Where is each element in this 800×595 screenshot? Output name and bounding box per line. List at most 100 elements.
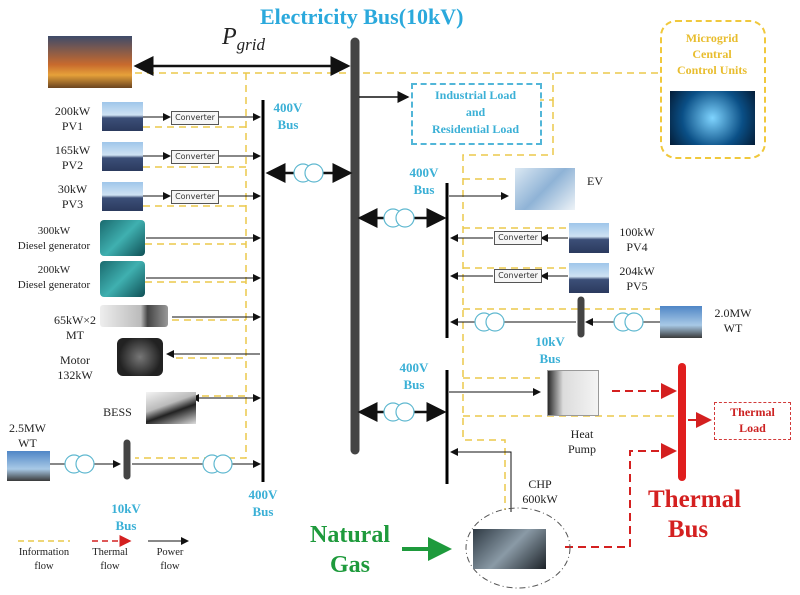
bess-label: BESS [95, 405, 140, 420]
converter-box: Converter [494, 269, 542, 283]
bus-label-line: Bus [403, 377, 425, 392]
rating: 2.5MW [9, 421, 46, 435]
left-400v-bus-label-bottom: 400V Bus [243, 486, 283, 520]
control-unit-line: Control Units [676, 63, 748, 77]
wind-turbine-icon [660, 306, 702, 338]
line: Load [739, 421, 766, 435]
rating: 204kW [619, 264, 655, 278]
grid-power-label: Pgrid [222, 24, 265, 55]
rating: 2.0MW [714, 306, 752, 320]
rating: 200kW [37, 264, 71, 276]
line: flow [34, 561, 54, 572]
solar-panel-icon [569, 223, 609, 253]
dg2-label: 200kW Diesel generator [8, 263, 100, 293]
left-400v-bus-label: 400V Bus [268, 99, 308, 133]
left-10kv-bus-label: 10kV Bus [106, 500, 146, 534]
name: MT [66, 328, 84, 342]
control-unit-label: Microgrid Central Control Units [662, 30, 762, 78]
name: PV2 [61, 158, 84, 172]
power-grid-icon [48, 36, 132, 88]
converter-box: Converter [171, 190, 219, 204]
name: CHP [528, 477, 552, 491]
bus-label-line: Bus [413, 182, 435, 197]
load-line: Residential Load [431, 122, 519, 136]
bus-label-line: Bus [115, 518, 137, 533]
wind-turbine-icon [7, 451, 50, 481]
name: WT [18, 436, 37, 450]
motor-icon [117, 338, 163, 376]
name: EV [587, 174, 603, 188]
converter-box: Converter [494, 231, 542, 245]
left-feeder-lines [143, 113, 261, 402]
bus-label-line: Bus [252, 504, 274, 519]
right-400v-bus-label-upper: 400V Bus [404, 164, 444, 198]
grid-power-symbol: P [222, 24, 237, 50]
transformer-icon [383, 402, 415, 422]
line: Gas [329, 552, 370, 578]
load-line: and [465, 105, 486, 119]
thermal-load-box [714, 402, 791, 440]
name: PV5 [626, 279, 648, 293]
transformer-icon [383, 208, 415, 228]
control-unit-box [660, 20, 766, 159]
line: Natural [310, 522, 390, 548]
right-10kv-bus-label: 10kV Bus [530, 333, 570, 367]
rating: 200kW [54, 104, 91, 118]
name: BESS [103, 405, 132, 419]
name: PV1 [61, 119, 84, 133]
name: WT [723, 321, 743, 335]
name: Heat [570, 427, 594, 441]
legend-thermal-flow: Thermal flow [85, 546, 135, 574]
diesel-generator-icon [100, 220, 145, 256]
line: Thermal [648, 486, 742, 513]
battery-storage-icon [146, 392, 196, 424]
bus-label-line: Bus [539, 351, 561, 366]
rating: 65kW×2 [53, 313, 97, 327]
rating: 132kW [57, 368, 93, 382]
left-wt-feeder [50, 439, 261, 480]
name: PV4 [626, 240, 648, 254]
name: Diesel generator [17, 279, 91, 291]
line: Thermal [92, 547, 128, 558]
legend-power-flow: Power flow [145, 546, 195, 574]
control-unit-icon [670, 91, 755, 145]
name: Motor [60, 353, 90, 367]
line: Thermal [730, 405, 775, 419]
diesel-generator-icon [100, 261, 145, 297]
load-label: Industrial Load and Residential Load [411, 87, 540, 138]
control-unit-line: Central [692, 47, 732, 61]
bus-label-line: 400V [248, 487, 278, 502]
line: Power [156, 547, 184, 558]
line: flow [160, 561, 180, 572]
name: Diesel generator [17, 240, 91, 252]
solar-panel-icon [569, 263, 609, 293]
ev-charger-icon [515, 168, 575, 210]
rating: 30kW [57, 182, 88, 196]
bus-label-line: 10kV [111, 501, 141, 516]
converter-box: Converter [171, 150, 219, 164]
converter-box: Converter [171, 111, 219, 125]
ev-label: EV [580, 174, 610, 189]
bus-label-line: 400V [409, 165, 439, 180]
bus-label-line: 400V [399, 360, 429, 375]
micro-turbine-icon [100, 305, 168, 327]
heat-pump-icon [547, 370, 599, 416]
thermal-flow-lines [565, 383, 712, 548]
line: flow [100, 561, 120, 572]
rating: 100kW [619, 225, 655, 239]
bus-label-line: Bus [277, 117, 299, 132]
transformer-icon [474, 312, 644, 332]
rating: 165kW [54, 143, 91, 157]
